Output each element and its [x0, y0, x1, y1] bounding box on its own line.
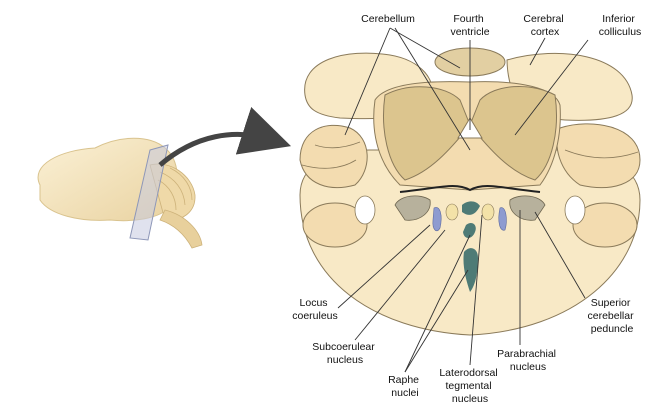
- pointer-arrow: [160, 134, 272, 165]
- label-raphe-nuclei: Raphe nuclei: [388, 374, 422, 399]
- label-parabrachial-nucleus: Parabrachial nucleus: [497, 348, 559, 373]
- label-inferior-colliculus: Inferior colliculus: [599, 13, 642, 38]
- locus-coeruleus-left: [433, 207, 441, 230]
- label-locus-coeruleus: Locus coeruleus: [292, 297, 338, 322]
- locus-coeruleus-right: [499, 208, 507, 231]
- label-laterodorsal-tegmental-nucleus: Laterodorsal tegmental nucleus: [439, 367, 500, 405]
- label-cerebellum: Cerebellum: [361, 13, 415, 25]
- label-superior-cerebellar-peduncle: Superior cerebellar peduncle: [587, 297, 636, 335]
- label-cerebral-cortex: Cerebral cortex: [523, 13, 566, 38]
- label-subcoerulear-nucleus: Subcoerulear nucleus: [312, 341, 377, 366]
- label-fourth-ventricle: Fourth ventricle: [450, 13, 489, 38]
- cerebellum-lobe-left: [300, 125, 367, 187]
